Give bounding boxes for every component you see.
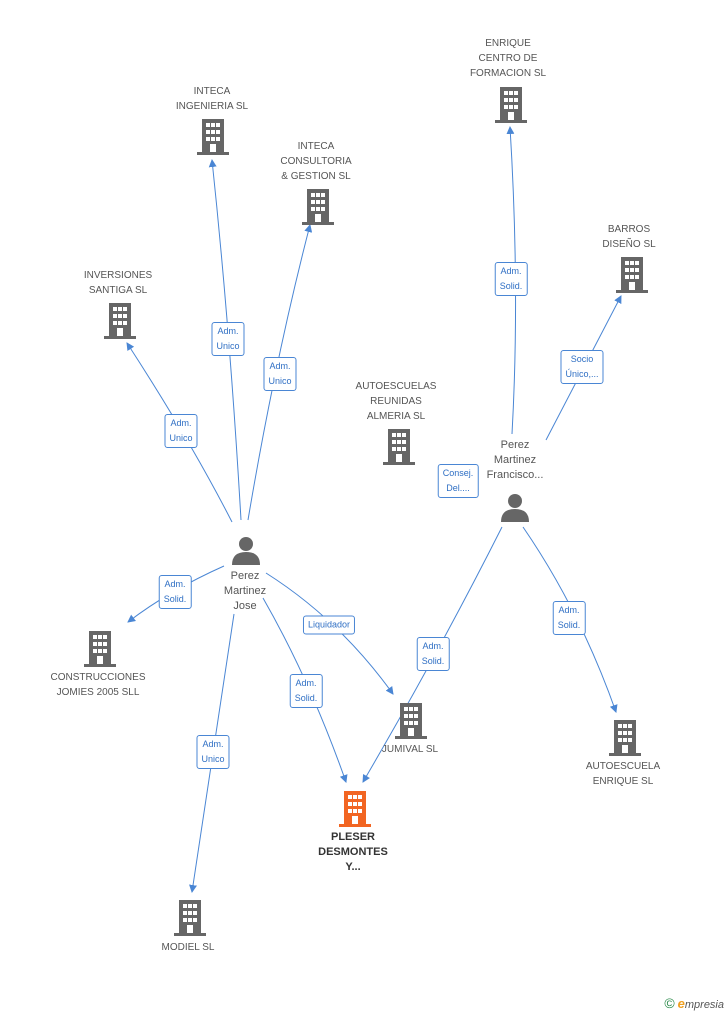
building-icon[interactable] <box>495 87 527 128</box>
building-icon[interactable] <box>383 429 415 470</box>
role-label[interactable]: Adm. Solid. <box>494 262 528 296</box>
building-icon[interactable] <box>84 631 116 672</box>
company-label-autoescuelas-reunidas: AUTOESCUELAS REUNIDAS ALMERIA SL <box>355 381 437 422</box>
building-icon[interactable] <box>616 257 648 298</box>
building-icon-focus[interactable] <box>339 791 371 832</box>
building-icon[interactable] <box>174 900 206 941</box>
role-label[interactable]: Socio Único,... <box>560 350 604 384</box>
role-label[interactable]: Adm. Solid. <box>416 637 450 671</box>
role-label[interactable]: Liquidador <box>302 615 356 635</box>
role-label[interactable]: Adm. Unico <box>164 414 198 448</box>
building-icon[interactable] <box>197 119 229 160</box>
company-label-inteca-ingenieria: INTECA INGENIERIA SL <box>175 86 249 112</box>
role-label[interactable]: Adm. Unico <box>263 357 297 391</box>
person-icon[interactable] <box>231 535 261 570</box>
footer-brand: © empresia <box>664 995 724 1011</box>
building-icon[interactable] <box>609 720 641 761</box>
company-label-inteca-consultoria: INTECA CONSULTORIA & GESTION SL <box>280 141 352 182</box>
building-icon[interactable] <box>395 703 427 744</box>
company-label-autoescuela-enrique: AUTOESCUELA ENRIQUE SL <box>585 761 661 787</box>
company-label-inversiones-santiga: INVERSIONES SANTIGA SL <box>83 270 153 296</box>
company-label-jumival: JUMIVAL SL <box>381 744 439 755</box>
company-label-construcciones-jomies: CONSTRUCCIONES JOMIES 2005 SLL <box>50 672 146 698</box>
person-label-perez-jose: Perez Martinez Jose <box>223 570 267 612</box>
brand-logo[interactable]: empresia <box>677 995 724 1011</box>
person-label-perez-francisco: Perez Martinez Francisco... <box>486 439 544 481</box>
role-label[interactable]: Adm. Unico <box>196 735 230 769</box>
role-label[interactable]: Adm. Solid. <box>552 601 586 635</box>
person-icon[interactable] <box>500 492 530 527</box>
role-label[interactable]: Adm. Solid. <box>289 674 323 708</box>
company-label-barros-diseno: BARROS DISEÑO SL <box>602 224 656 250</box>
copyright-icon: © <box>664 995 675 1011</box>
company-label-pleser: PLESER DESMONTES Y... <box>318 831 388 873</box>
company-label-enrique-centro: ENRIQUE CENTRO DE FORMACION SL <box>469 38 547 79</box>
role-label[interactable]: Adm. Solid. <box>158 575 192 609</box>
building-icon[interactable] <box>302 189 334 230</box>
building-icon[interactable] <box>104 303 136 344</box>
role-label[interactable]: Adm. Unico <box>211 322 245 356</box>
role-label[interactable]: Consej. Del.... <box>437 464 479 498</box>
company-label-modiel: MODIEL SL <box>161 942 215 953</box>
